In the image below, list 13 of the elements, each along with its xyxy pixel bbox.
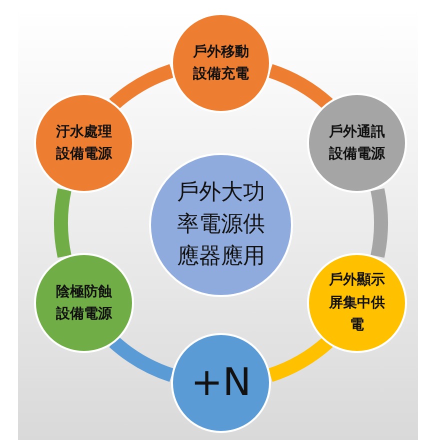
circle-label: 汙水處理設備電源 <box>54 122 114 164</box>
circle-label: 戶外顯示屏集中供電 <box>328 271 386 336</box>
ring-connector <box>268 64 332 110</box>
ring-connector <box>110 64 174 110</box>
circle-label: +N <box>190 359 252 406</box>
circle-label: 戶外大功率電源供應器應用 <box>176 179 266 271</box>
circle-label: 戶外通訊設備電源 <box>328 122 386 164</box>
ring-connector <box>268 336 332 382</box>
ring-connector <box>110 336 174 382</box>
ring-connector <box>370 188 388 258</box>
circle-label: 戶外移動設備充電 <box>192 42 250 84</box>
circle-label: 陰極防蝕設備電源 <box>54 282 114 324</box>
ring-connector <box>54 188 72 258</box>
